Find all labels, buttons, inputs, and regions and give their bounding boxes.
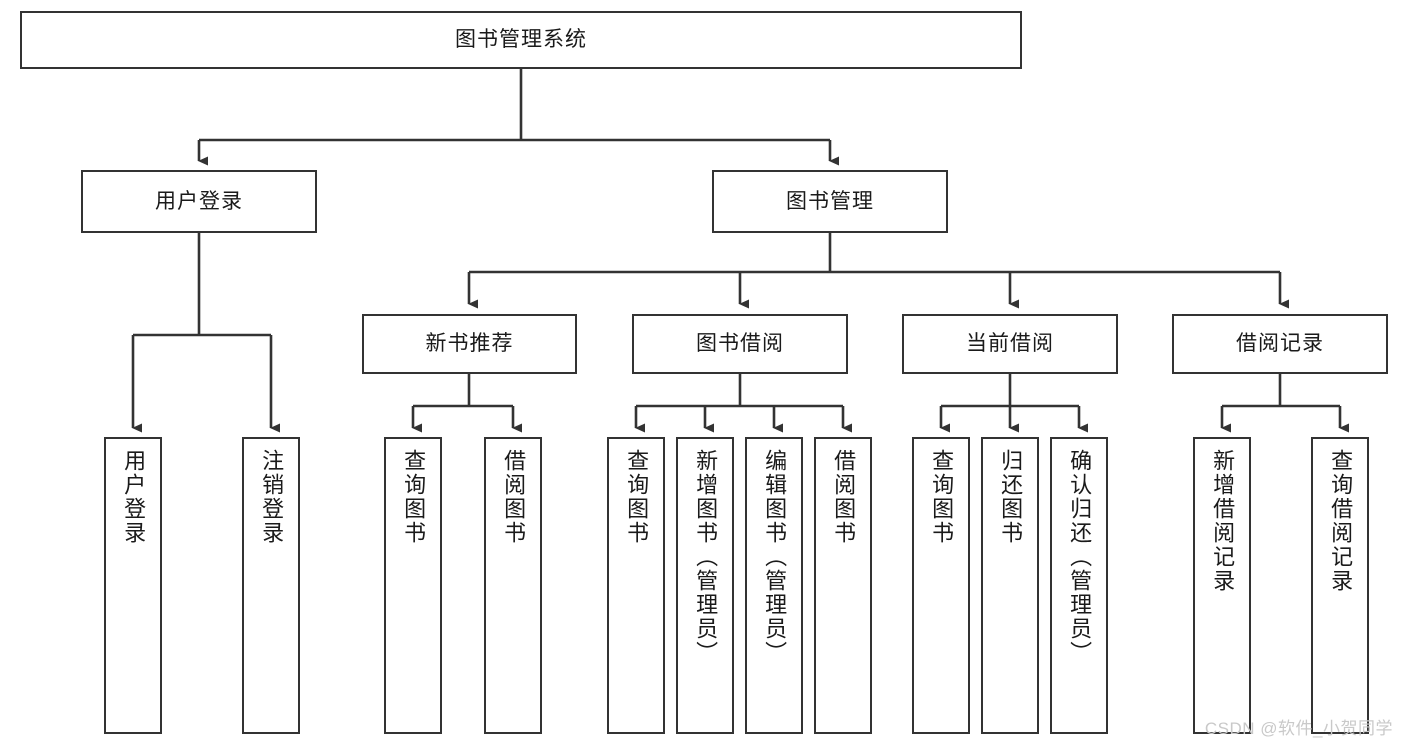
node-borrow-record[interactable]: 借阅记录 — [1172, 314, 1388, 374]
node-leaf-query-book-recommend[interactable]: 查询图书 — [384, 437, 442, 734]
node-new-book-recommend-label: 新书推荐 — [425, 332, 514, 356]
node-user-login-label: 用户登录 — [155, 189, 243, 213]
node-leaf-confirm-return-admin-label: 确认归还（管理员） — [1067, 449, 1093, 665]
node-book-management-label: 图书管理 — [786, 189, 874, 213]
node-leaf-borrow-book-recommend-label: 借阅图书 — [501, 449, 527, 545]
node-leaf-query-book-recommend-label: 查询图书 — [401, 449, 427, 545]
watermark-text: CSDN @软件_小贺同学 — [1204, 719, 1393, 738]
node-root-book-management-system[interactable]: 图书管理系统 — [20, 11, 1022, 69]
node-user-login[interactable]: 用户登录 — [81, 170, 317, 233]
node-leaf-logout-label: 注销登录 — [259, 449, 285, 545]
node-root-label: 图书管理系统 — [455, 28, 587, 52]
node-current-borrow[interactable]: 当前借阅 — [902, 314, 1118, 374]
node-leaf-edit-book-admin[interactable]: 编辑图书（管理员） — [745, 437, 803, 734]
node-leaf-query-book-current[interactable]: 查询图书 — [912, 437, 970, 734]
node-leaf-return-book[interactable]: 归还图书 — [981, 437, 1039, 734]
node-leaf-query-book-current-label: 查询图书 — [929, 449, 955, 545]
node-leaf-query-book-borrow-label: 查询图书 — [624, 449, 650, 545]
node-leaf-confirm-return-admin[interactable]: 确认归还（管理员） — [1050, 437, 1108, 734]
node-leaf-borrow-book-label: 借阅图书 — [831, 449, 857, 545]
node-leaf-user-login[interactable]: 用户登录 — [104, 437, 162, 734]
node-book-borrow[interactable]: 图书借阅 — [632, 314, 848, 374]
node-leaf-edit-book-admin-label: 编辑图书（管理员） — [762, 449, 788, 665]
node-leaf-borrow-book[interactable]: 借阅图书 — [814, 437, 872, 734]
node-leaf-add-book-admin-label: 新增图书（管理员） — [693, 449, 719, 665]
node-current-borrow-label: 当前借阅 — [966, 332, 1054, 356]
node-leaf-query-borrow-record[interactable]: 查询借阅记录 — [1311, 437, 1369, 734]
node-leaf-return-book-label: 归还图书 — [998, 449, 1024, 545]
node-leaf-add-book-admin[interactable]: 新增图书（管理员） — [676, 437, 734, 734]
node-book-borrow-label: 图书借阅 — [696, 332, 784, 356]
node-leaf-logout[interactable]: 注销登录 — [242, 437, 300, 734]
node-new-book-recommend[interactable]: 新书推荐 — [362, 314, 577, 374]
node-borrow-record-label: 借阅记录 — [1236, 332, 1324, 356]
node-book-management[interactable]: 图书管理 — [712, 170, 948, 233]
node-leaf-user-login-label: 用户登录 — [121, 449, 147, 545]
node-leaf-query-borrow-record-label: 查询借阅记录 — [1328, 449, 1354, 593]
node-leaf-add-borrow-record-label: 新增借阅记录 — [1210, 449, 1236, 593]
node-leaf-query-book-borrow[interactable]: 查询图书 — [607, 437, 665, 734]
node-leaf-add-borrow-record[interactable]: 新增借阅记录 — [1193, 437, 1251, 734]
node-leaf-borrow-book-recommend[interactable]: 借阅图书 — [484, 437, 542, 734]
